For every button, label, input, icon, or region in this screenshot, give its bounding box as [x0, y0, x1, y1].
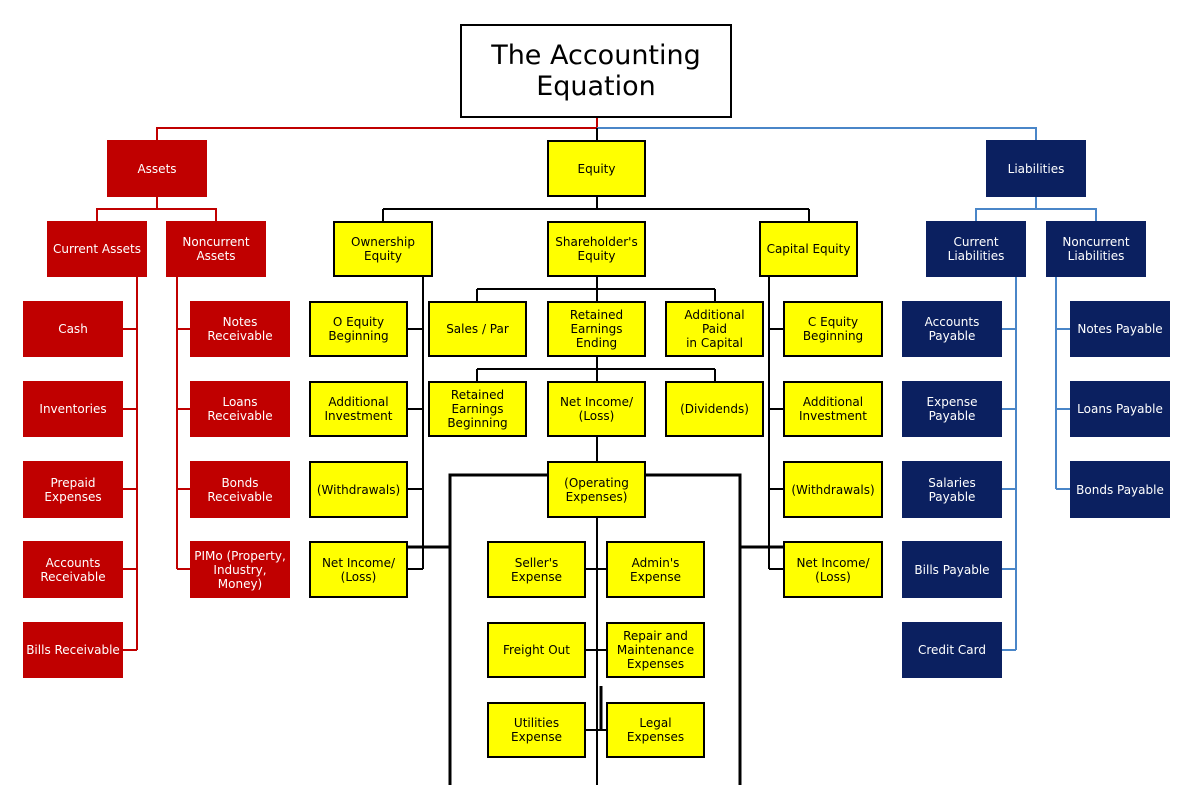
noncurrent-asset-item: PIMo (Property, Industry, Money) [190, 541, 290, 598]
current-asset-item: Prepaid Expenses [23, 461, 123, 518]
noncurrent-liability-item: Notes Payable [1070, 301, 1170, 357]
current-liability-item: Credit Card [902, 622, 1002, 678]
noncurrent-asset-item: Loans Receivable [190, 381, 290, 437]
noncurrent-asset-item: Bonds Receivable [190, 461, 290, 518]
noncurrent-asset-item: Notes Receivable [190, 301, 290, 357]
noncurrent-liability-item: Bonds Payable [1070, 461, 1170, 518]
capital-equity-item: C Equity Beginning [783, 301, 883, 357]
current-asset-item: Inventories [23, 381, 123, 437]
ownership-equity-item: (Withdrawals) [309, 461, 408, 518]
current-liability-item: Accounts Payable [902, 301, 1002, 357]
capital-equity-item: (Withdrawals) [783, 461, 883, 518]
ownership-equity-item: O Equity Beginning [309, 301, 408, 357]
shareholders-row1-item: Retained Earnings Ending [547, 301, 646, 357]
liabilities-node: Liabilities [986, 140, 1086, 197]
current-liability-item: Bills Payable [902, 541, 1002, 598]
expense-item: Utilities Expense [487, 702, 586, 758]
ownership-equity-item: Net Income/ (Loss) [309, 541, 408, 598]
expense-item: Repair and Maintenance Expenses [606, 622, 705, 678]
shareholders-row2-item: Retained Earnings Beginning [428, 381, 527, 437]
noncurrent-liabilities-node: Noncurrent Liabilities [1046, 221, 1146, 277]
current-assets-node: Current Assets [47, 221, 147, 277]
assets-node: Assets [107, 140, 207, 197]
current-asset-item: Accounts Receivable [23, 541, 123, 598]
current-liability-item: Salaries Payable [902, 461, 1002, 518]
operating-expenses-frame [408, 473, 783, 785]
equity-connectors [382, 128, 810, 785]
current-asset-item: Cash [23, 301, 123, 357]
expense-item: Freight Out [487, 622, 586, 678]
shareholders-row2-item: Net Income/ (Loss) [547, 381, 646, 437]
capital-equity-item: Additional Investment [783, 381, 883, 437]
ownership-equity-item: Additional Investment [309, 381, 408, 437]
current-liability-item: Expense Payable [902, 381, 1002, 437]
capital-equity-node: Capital Equity [759, 221, 858, 277]
noncurrent-liability-item: Loans Payable [1070, 381, 1170, 437]
shareholders-row2-item: (Dividends) [665, 381, 764, 437]
current-liabilities-node: Current Liabilities [926, 221, 1026, 277]
shareholders-row1-item: Additional Paid in Capital [665, 301, 764, 357]
assets-connectors [96, 118, 598, 651]
noncurrent-assets-node: Noncurrent Assets [166, 221, 266, 277]
equity-node: Equity [547, 140, 646, 197]
ownership-equity-node: Ownership Equity [333, 221, 433, 277]
shareholders-equity-node: Shareholder's Equity [547, 221, 646, 277]
expense-item: Legal Expenses [606, 702, 705, 758]
shareholders-row1-item: Sales / Par [428, 301, 527, 357]
diagram-title: The Accounting Equation [460, 24, 732, 118]
operating-expenses-node: (Operating Expenses) [547, 461, 646, 518]
expense-item: Admin's Expense [606, 541, 705, 598]
liabilities-connectors [597, 127, 1097, 651]
capital-equity-item: Net Income/ (Loss) [783, 541, 883, 598]
expense-item: Seller's Expense [487, 541, 586, 598]
current-asset-item: Bills Receivable [23, 622, 123, 678]
